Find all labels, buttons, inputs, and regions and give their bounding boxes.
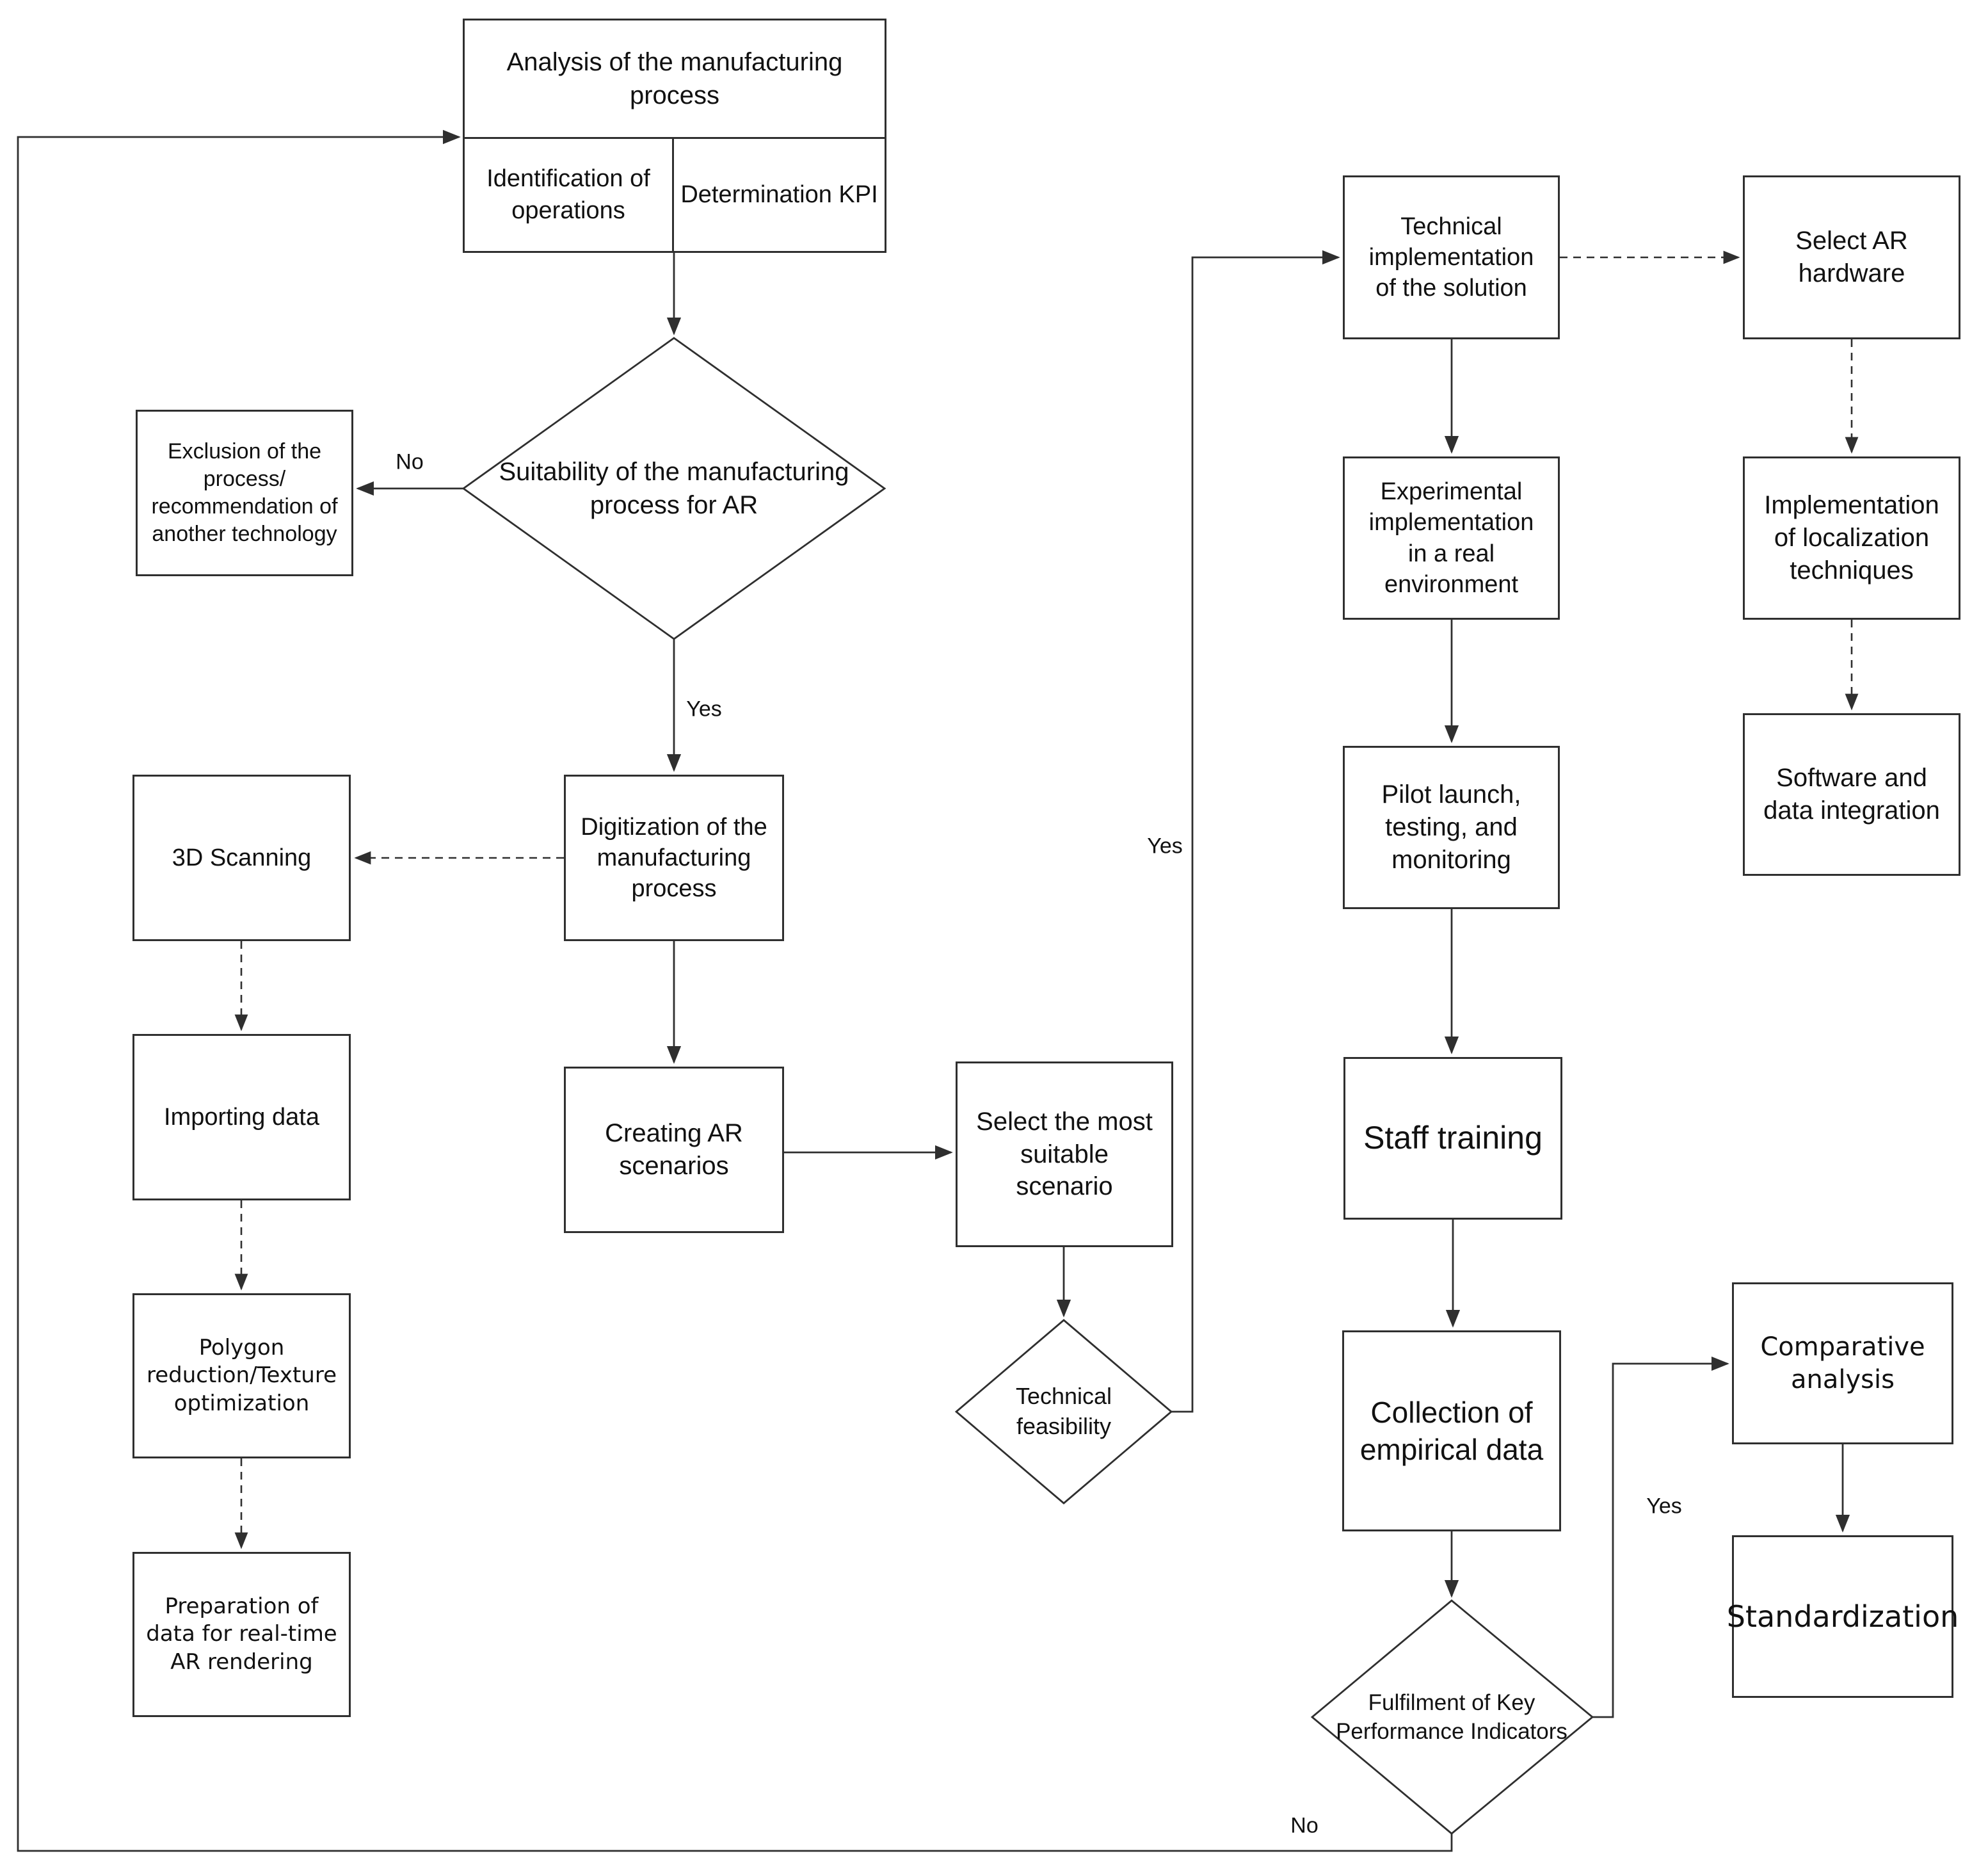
experimental-implementation-label: Experimental implementation in a real en… [1368, 478, 1534, 598]
edge-label-kpi-yes: Yes [1646, 1494, 1682, 1519]
feasibility-diamond-label: Technical feasibility [981, 1360, 1147, 1463]
creating-ar-scenarios-box: Creating AR scenarios [564, 1067, 784, 1233]
digitization-box: Digitization of the manufacturing proces… [564, 775, 784, 941]
select-ar-hardware-box: Select AR hardware [1743, 175, 1960, 339]
staff-training-box: Staff training [1343, 1057, 1562, 1220]
edge-label-suitability-yes: Yes [686, 697, 722, 722]
staff-training-label: Staff training [1363, 1120, 1543, 1156]
determination-kpi-label: Determination KPI [680, 181, 878, 208]
select-scenario-label: Select the most suitable scenario [976, 1107, 1153, 1201]
digitization-label: Digitization of the manufacturing proces… [581, 813, 767, 903]
analysis-process-label: Analysis of the manufacturing process [506, 48, 843, 109]
polygon-reduction-box: Polygon reduction/Texture optimization [132, 1293, 351, 1458]
kpi-text: Fulfilment of Key Performance Indicators [1336, 1690, 1567, 1745]
collection-empirical-data-box: Collection of empirical data [1342, 1330, 1561, 1531]
importing-data-box: Importing data [132, 1034, 351, 1200]
exclusion-box: Exclusion of the process/ recommendation… [136, 410, 353, 576]
localization-techniques-label: Implementation of localization technique… [1764, 491, 1939, 585]
select-scenario-box: Select the most suitable scenario [956, 1061, 1173, 1247]
feasibility-diamond [954, 1319, 1173, 1505]
analysis-process-title: Analysis of the manufacturing process [465, 20, 885, 137]
suitability-diamond-label: Suitability of the manufacturing process… [492, 424, 856, 553]
edge-label-suitability-no: No [396, 449, 424, 474]
analysis-process-box: Analysis of the manufacturing process Id… [463, 19, 886, 253]
pilot-launch-box: Pilot launch, testing, and monitoring [1343, 746, 1560, 909]
exclusion-label: Exclusion of the process/ recommendation… [151, 439, 338, 547]
localization-techniques-box: Implementation of localization technique… [1743, 456, 1960, 620]
edge-label-feasibility-yes: Yes [1147, 834, 1183, 859]
3d-scanning-box: 3D Scanning [132, 775, 351, 941]
3d-scanning-label: 3D Scanning [172, 844, 312, 871]
edge-kpi-to-comparative [1592, 1356, 1729, 1718]
preparation-data-label: Preparation of data for real-time AR ren… [146, 1594, 337, 1675]
identification-operations-label: Identification of operations [486, 165, 650, 224]
pilot-launch-label: Pilot launch, testing, and monitoring [1381, 780, 1521, 874]
edge-kpi-no-loop [17, 129, 1453, 1852]
kpi-diamond-label: Fulfilment of Key Performance Indicators [1314, 1666, 1589, 1768]
technical-implementation-box: Technical implementation of the solution [1343, 175, 1560, 339]
analysis-sub-row: Identification of operations Determinati… [465, 137, 885, 251]
identification-operations-cell: Identification of operations [465, 139, 674, 251]
feasibility-text: Technical feasibility [1015, 1383, 1112, 1439]
comparative-analysis-box: Comparative analysis [1732, 1282, 1953, 1444]
software-data-integration-box: Software and data integration [1743, 713, 1960, 876]
experimental-implementation-box: Experimental implementation in a real en… [1343, 456, 1560, 620]
suitability-text: Suitability of the manufacturing process… [499, 458, 849, 519]
edge-feasibility-to-technical [1171, 250, 1340, 1413]
preparation-data-box: Preparation of data for real-time AR ren… [132, 1552, 351, 1717]
importing-data-label: Importing data [164, 1103, 319, 1131]
technical-implementation-label: Technical implementation of the solution [1368, 213, 1534, 302]
standardization-label: Standardization [1726, 1599, 1959, 1634]
standardization-box: Standardization [1727, 1535, 1959, 1698]
polygon-reduction-label: Polygon reduction/Texture optimization [146, 1335, 337, 1416]
software-data-integration-label: Software and data integration [1763, 764, 1940, 825]
comparative-analysis-label: Comparative analysis [1760, 1332, 1925, 1394]
determination-kpi-cell: Determination KPI [674, 139, 885, 251]
edge-label-kpi-no: No [1290, 1813, 1319, 1838]
select-ar-hardware-label: Select AR hardware [1795, 227, 1908, 287]
collection-empirical-data-label: Collection of empirical data [1359, 1395, 1544, 1466]
creating-ar-scenarios-label: Creating AR scenarios [605, 1119, 743, 1180]
